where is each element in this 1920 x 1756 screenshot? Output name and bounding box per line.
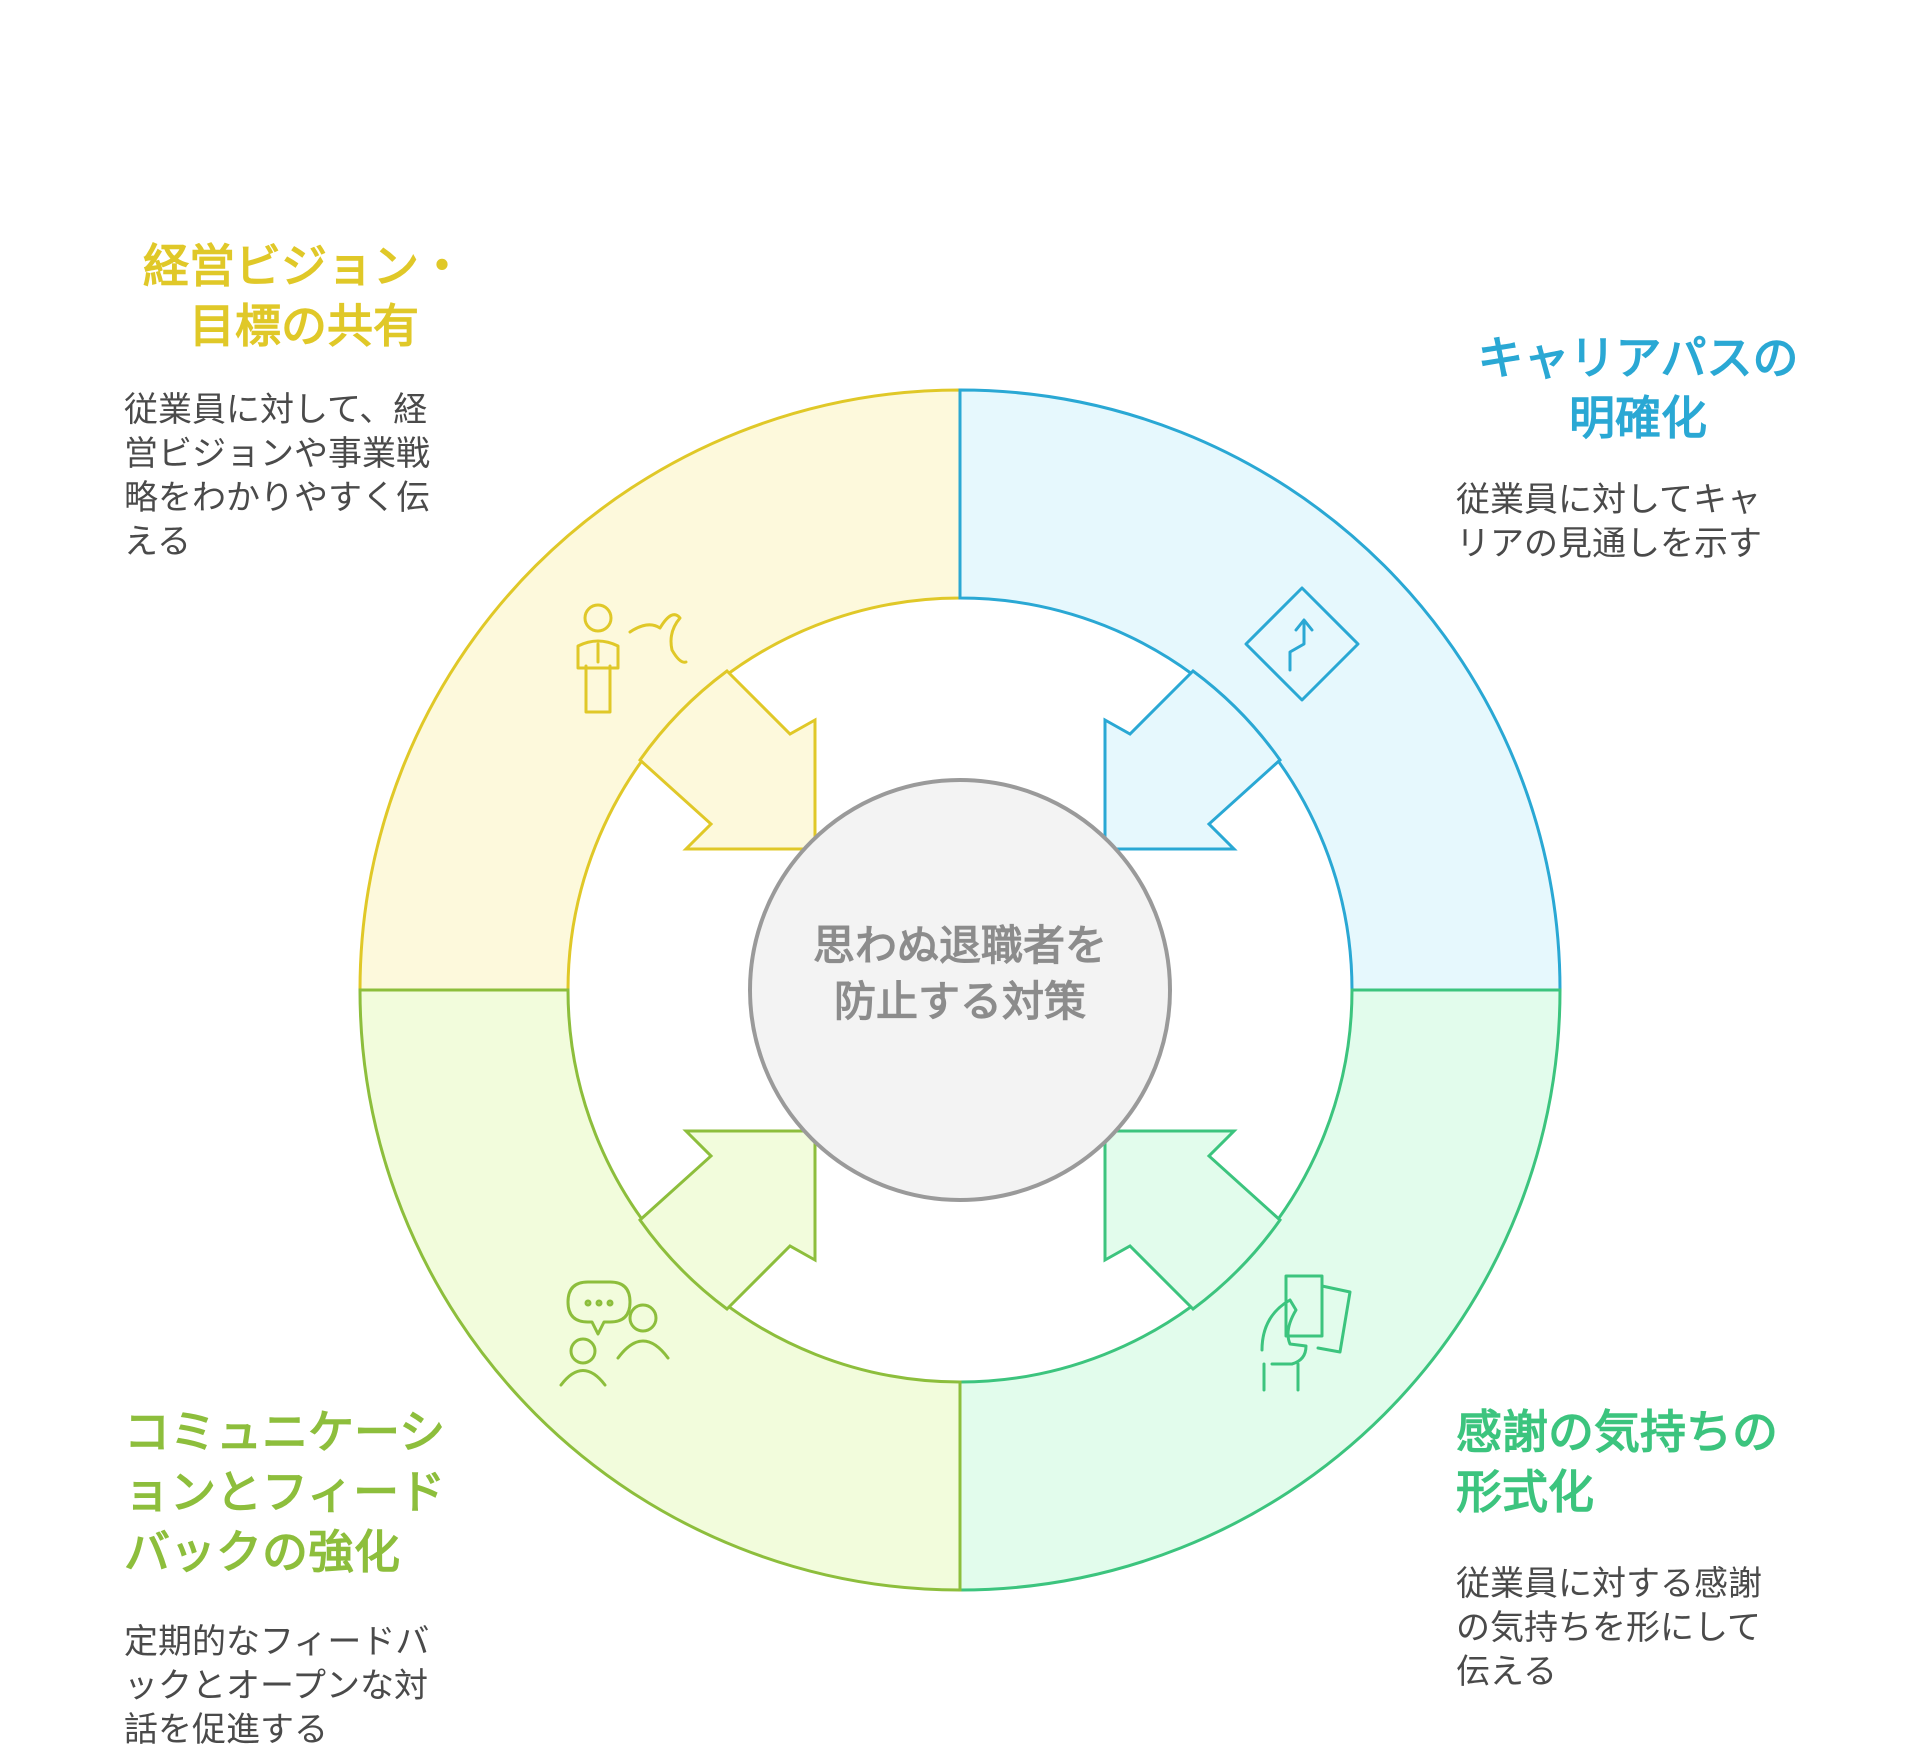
quadrant-career — [958, 388, 1562, 992]
title-gratitude-line1: 感謝の気持ちの — [1456, 1405, 1778, 1459]
title-communication-line2: ョンとフィード — [124, 1465, 446, 1519]
title-vision: 経営ビジョン・ 目標の共有 — [124, 236, 484, 356]
title-communication-line1: コミュニケーシ — [124, 1405, 446, 1459]
desc-vision-line: 略をわかりやすく伝 — [124, 478, 430, 518]
hand-holding-cards-icon — [1260, 1274, 1352, 1392]
arrow-communication — [638, 1129, 817, 1311]
desc-vision-line: 営ビジョンや事業戦 — [124, 434, 430, 474]
winding-road-sign-icon — [1244, 586, 1360, 702]
desc-communication-line: ックとオープンな対 — [124, 1666, 428, 1706]
desc-gratitude: 従業員に対する感謝 の気持ちを形にして 伝える — [1456, 1562, 1826, 1694]
desc-communication-line: 定期的なフィードバ — [124, 1622, 430, 1662]
title-career-line1: キャリアパスの — [1477, 331, 1799, 385]
desc-career-line: 従業員に対してキャ — [1456, 480, 1761, 520]
arrow-vision — [638, 669, 817, 851]
title-vision-line2: 目標の共有 — [189, 299, 419, 353]
speaking-person-icon — [576, 603, 688, 714]
title-communication: コミュニケーシ ョンとフィード バックの強化 — [124, 1402, 484, 1582]
desc-communication-line: 話を促進する — [124, 1710, 328, 1750]
desc-vision: 従業員に対して、経 営ビジョンや事業戦 略をわかりやすく伝 える — [124, 388, 484, 564]
desc-vision-line: える — [124, 522, 191, 562]
desc-career: 従業員に対してキャ リアの見通しを示す — [1456, 478, 1826, 566]
title-vision-line1: 経営ビジョン・ — [143, 239, 465, 293]
desc-career-line: リアの見通しを示す — [1456, 524, 1762, 564]
conversation-people-icon — [559, 1280, 670, 1387]
desc-vision-line: 従業員に対して、経 — [124, 390, 428, 430]
title-career-line2: 明確化 — [1569, 391, 1707, 445]
title-gratitude-line2: 形式化 — [1456, 1465, 1594, 1519]
quadrant-communication — [358, 988, 962, 1592]
arrow-gratitude — [1103, 1129, 1282, 1311]
title-career: キャリアパスの 明確化 — [1448, 328, 1828, 448]
quadrant-vision — [358, 388, 962, 992]
center-label-line1: 思わぬ退職者を — [812, 921, 1107, 970]
title-communication-line3: バックの強化 — [124, 1525, 400, 1579]
arrow-career — [1103, 669, 1282, 851]
center-label-line2: 防止する対策 — [833, 977, 1086, 1026]
center-circle — [748, 778, 1172, 1202]
desc-gratitude-line: 従業員に対する感謝 — [1456, 1564, 1762, 1604]
desc-communication: 定期的なフィードバ ックとオープンな対 話を促進する — [124, 1620, 484, 1752]
desc-gratitude-line: 伝える — [1456, 1652, 1557, 1692]
quadrant-gratitude — [958, 988, 1562, 1592]
title-gratitude: 感謝の気持ちの 形式化 — [1456, 1402, 1826, 1522]
desc-gratitude-line: の気持ちを形にして — [1456, 1608, 1761, 1648]
center-label: 思わぬ退職者を 防止する対策 — [760, 918, 1160, 1030]
